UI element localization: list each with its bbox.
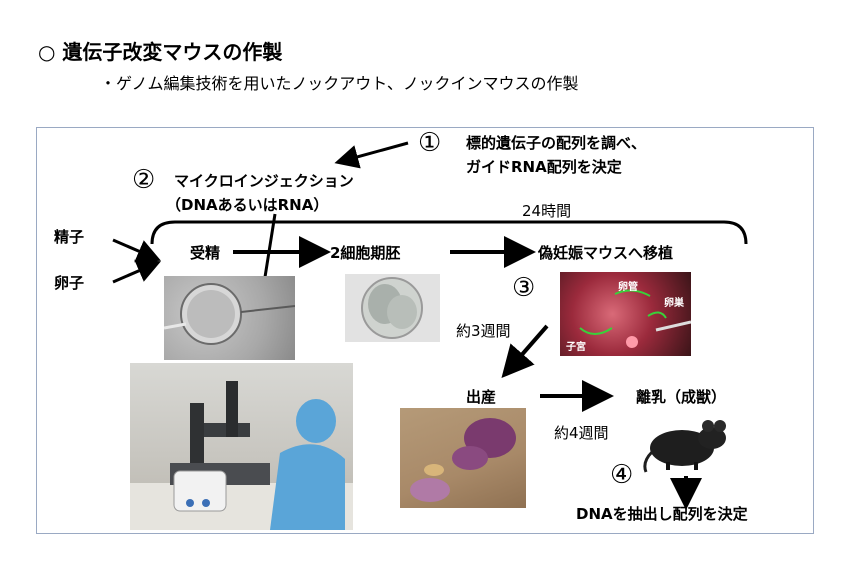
embryo-illustration	[361, 277, 423, 339]
pups-illustration	[410, 418, 516, 502]
photo-adult-mouse	[642, 412, 738, 476]
lab-illustration	[130, 381, 353, 530]
step1-line1: 標的遺伝子の配列を調べ、	[466, 134, 647, 152]
arrow-egg	[112, 259, 162, 284]
label-weaning: 離乳（成獣）	[636, 388, 727, 406]
surgery-illustration	[579, 289, 691, 348]
step2-line1: マイクロインジェクション	[174, 172, 354, 190]
label-egg: 卵子	[54, 274, 85, 292]
step2-line2: （DNAあるいはRNA）	[166, 196, 329, 214]
photo-fertilized-egg	[164, 276, 295, 360]
page-subtitle: ・ゲノム編集技術を用いたノックアウト、ノックインマウスの作製	[100, 74, 579, 93]
duration-24h: 24時間	[522, 202, 572, 220]
duration-3weeks: 約3週間	[456, 322, 511, 340]
step2-number: ②	[132, 165, 156, 195]
timeline-bracket	[150, 220, 748, 245]
arrow-to-birth	[501, 324, 549, 379]
photo-lab-microinjection	[130, 363, 353, 530]
label-birth: 出産	[466, 388, 497, 406]
arrow-step1	[334, 141, 409, 169]
label-fertilization: 受精	[190, 244, 221, 262]
label-sperm: 精子	[54, 228, 85, 246]
label-transfer: 偽妊娠マウスへ移植	[538, 244, 674, 262]
photo-transfer-surgery: 卵管 卵巣 子宮	[560, 272, 691, 356]
step1-line2: ガイドRNA配列を決定	[466, 158, 622, 176]
mouse-illustration	[643, 420, 726, 473]
step4-text: DNAを抽出し配列を決定	[576, 505, 748, 523]
photo-newborn-pups	[400, 408, 526, 508]
arrow-sperm	[112, 238, 162, 263]
photo-2cell-embryo	[345, 274, 440, 342]
duration-4weeks: 約4週間	[554, 424, 609, 442]
diagram-frame	[36, 127, 814, 534]
label-uterus: 子宮	[566, 342, 586, 353]
step4-number: ④	[610, 460, 634, 490]
step3-number: ③	[512, 273, 536, 303]
label-ovary: 卵巣	[664, 298, 684, 309]
egg-illustration	[164, 283, 295, 345]
label-2cell: 2細胞期胚	[330, 244, 401, 262]
step1-number: ①	[418, 128, 442, 158]
label-oviduct: 卵管	[618, 282, 638, 293]
page-title: ○ 遺伝子改変マウスの作製	[38, 40, 283, 64]
